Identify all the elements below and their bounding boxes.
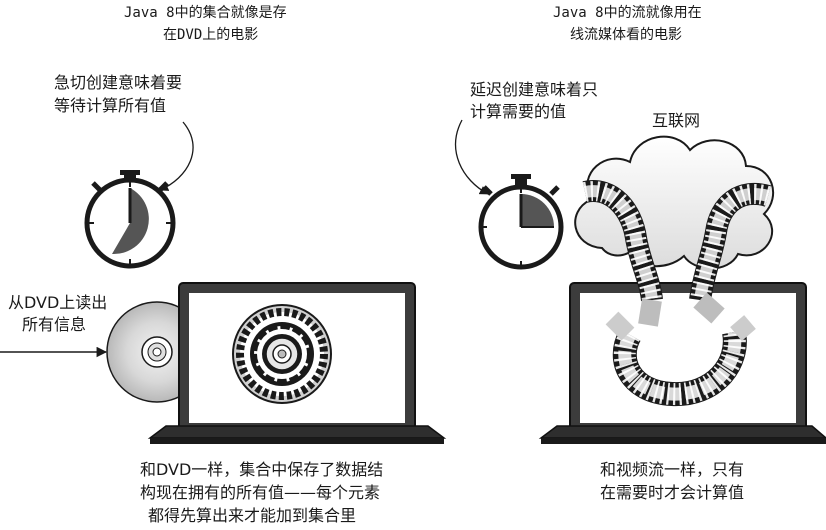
right-timer-note-line-2: 计算需要的值 xyxy=(470,102,567,121)
right-laptop xyxy=(538,282,826,444)
left-heading-line-2: 在DVD上的电影 xyxy=(163,27,259,43)
left-heading-line-1: Java 8中的集合就像是存 xyxy=(124,5,287,21)
left-caption-line-2: 构现在拥有的所有值——每个元素 xyxy=(140,483,381,502)
left-caption-line-3: 都得先算出来才能加到集合里 xyxy=(148,506,357,525)
right-heading-line-2: 线流媒体看的电影 xyxy=(570,27,682,43)
right-note-arrow xyxy=(454,119,489,195)
read-note-line-1: 从DVD上读出 xyxy=(8,293,108,312)
right-caption-line-1: 和视频流一样，只有 xyxy=(600,460,745,479)
right-caption-line-2: 在需要时才会计算值 xyxy=(600,483,745,502)
left-caption-line-1: 和DVD一样，集合中保存了数据结 xyxy=(140,460,384,479)
film-reel-disc xyxy=(232,304,332,404)
right-timer-note-line-1: 延迟创建意味着只 xyxy=(470,80,599,99)
read-note-line-2: 所有信息 xyxy=(22,315,87,334)
right-stopwatch-icon xyxy=(478,174,564,270)
cloud-label: 互联网 xyxy=(652,111,701,130)
left-stopwatch-icon xyxy=(84,170,176,269)
left-note-arrow xyxy=(159,121,194,191)
film-strip-stream xyxy=(582,180,772,407)
left-timer-note-line-2: 等待计算所有值 xyxy=(54,96,167,115)
right-heading-line-1: Java 8中的流就像用在 xyxy=(553,5,702,21)
left-timer-note-line-1: 急切创建意味着要 xyxy=(54,73,183,92)
